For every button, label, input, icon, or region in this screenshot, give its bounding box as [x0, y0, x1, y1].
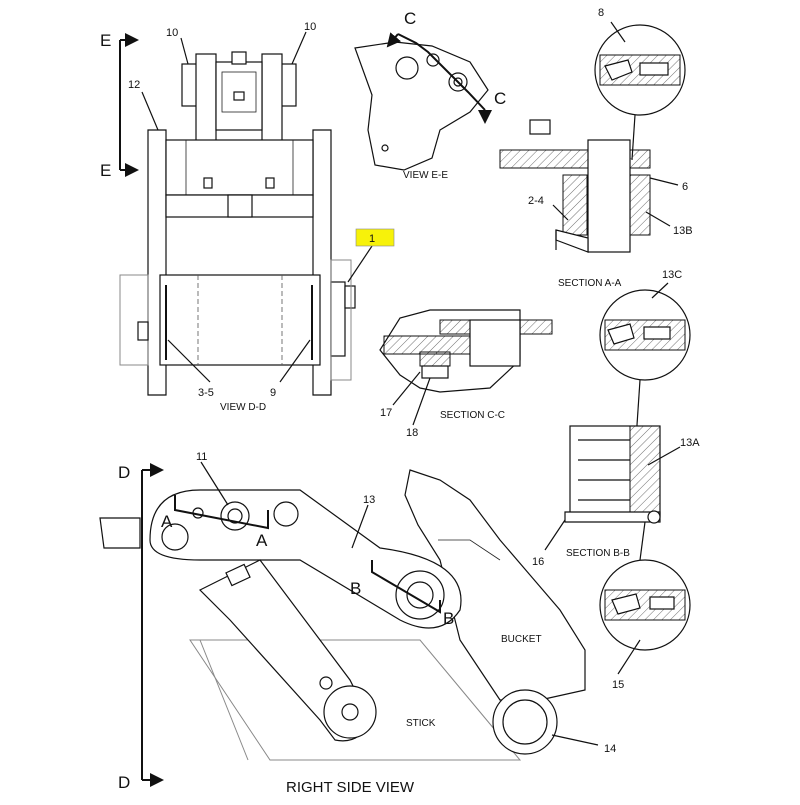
section-bb-drawing	[564, 289, 691, 651]
callout-10-right: 10	[304, 21, 316, 33]
section-aa-drawing	[499, 24, 686, 253]
callout-13: 13	[363, 494, 375, 506]
label-section-bb: SECTION B-B	[566, 548, 630, 559]
label-stick: STICK	[406, 718, 436, 729]
section-line-b	[371, 560, 441, 614]
callout-13b: 13B	[673, 225, 693, 237]
label-section-aa: SECTION A-A	[558, 278, 622, 289]
label-view-ee: VIEW E-E	[403, 170, 448, 181]
callout-2-4: 2-4	[528, 195, 544, 207]
callout-11: 11	[196, 451, 207, 463]
marker-c-top: C	[404, 9, 416, 28]
callout-15: 15	[612, 679, 624, 691]
callout-17: 17	[380, 407, 392, 419]
callout-3-5: 3-5	[198, 387, 214, 399]
marker-a-right: A	[256, 531, 268, 550]
callout-12: 12	[128, 79, 140, 91]
marker-d-top: D	[118, 463, 130, 482]
right-side-view-drawing	[99, 463, 586, 787]
callout-14: 14	[604, 743, 616, 755]
view-dd-drawing	[119, 33, 356, 396]
callout-18: 18	[406, 427, 418, 439]
label-view-dd: VIEW D-D	[220, 402, 266, 413]
marker-e-bottom: E	[100, 161, 111, 180]
callout-6: 6	[682, 181, 688, 193]
callout-13a: 13A	[680, 437, 700, 449]
callout-16: 16	[532, 556, 544, 568]
callout-9: 9	[270, 387, 276, 399]
callout-1-highlight	[355, 228, 395, 247]
labels: E E C C D D A A B B 12 10 10 1 3-5 9 VIE…	[100, 7, 700, 796]
view-ee-drawing	[354, 32, 492, 171]
section-line-c	[397, 33, 486, 111]
callout-1: 1	[369, 233, 375, 245]
marker-c-bottom: C	[494, 89, 506, 108]
label-right-side-view: RIGHT SIDE VIEW	[286, 779, 415, 796]
marker-b-left: B	[350, 579, 361, 598]
marker-e-top: E	[100, 31, 111, 50]
section-line-a	[174, 495, 269, 530]
marker-d-bottom: D	[118, 773, 130, 792]
marker-b-right: B	[443, 609, 454, 628]
callout-8: 8	[598, 7, 604, 19]
section-cc-drawing	[379, 309, 553, 393]
leader-lines	[141, 21, 681, 746]
callout-10-left: 10	[166, 27, 178, 39]
label-bucket: BUCKET	[501, 634, 542, 645]
marker-a-left: A	[161, 512, 173, 531]
callout-13c: 13C	[662, 269, 682, 281]
label-section-cc: SECTION C-C	[440, 410, 505, 421]
